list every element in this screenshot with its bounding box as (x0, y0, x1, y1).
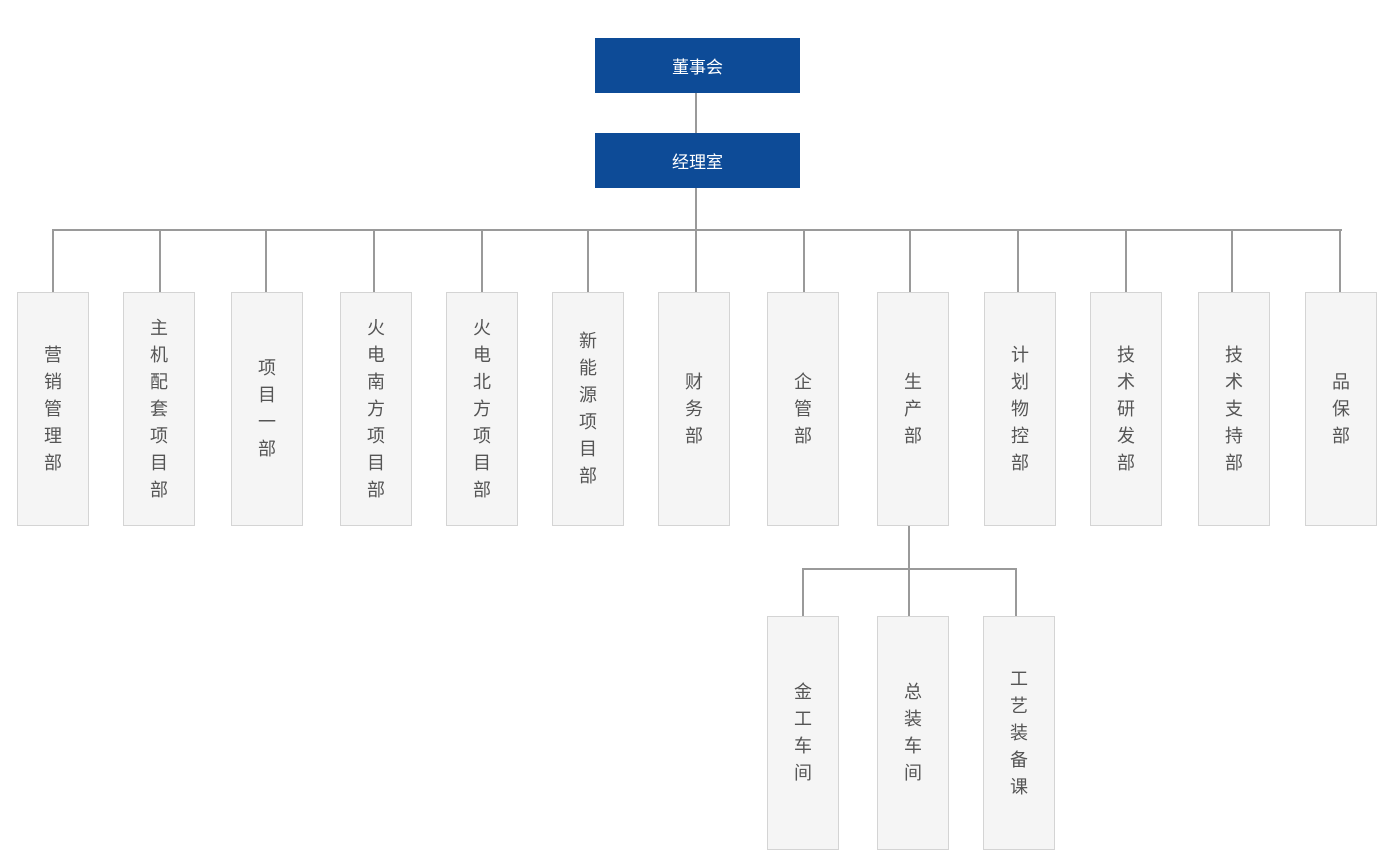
connector-sub-drop-2 (1015, 568, 1017, 616)
dept-box-planning: 计划物控部 (984, 292, 1056, 526)
connector-drop-11 (1231, 229, 1233, 293)
dept-label: 生产部 (904, 371, 922, 447)
dept-box-tech-support: 技术支持部 (1198, 292, 1270, 526)
connector-drop-10 (1125, 229, 1127, 293)
dept-label: 营销管理部 (44, 344, 62, 474)
connector-sub-drop-1 (908, 568, 910, 616)
connector-production-down (908, 525, 910, 569)
connector-drop-8 (909, 229, 911, 293)
sub-label: 总装车间 (904, 682, 922, 784)
dept-label: 计划物控部 (1011, 344, 1029, 474)
connector-sub-drop-0 (802, 568, 804, 616)
dept-box-production: 生产部 (877, 292, 949, 526)
dept-label: 火电北方项目部 (473, 317, 491, 501)
connector-drop-3 (373, 229, 375, 293)
connector-drop-9 (1017, 229, 1019, 293)
office-box: 经理室 (595, 133, 800, 188)
dept-box-new-energy: 新能源项目部 (552, 292, 624, 526)
dept-box-quality: 品保部 (1305, 292, 1377, 526)
sub-label: 工艺装备课 (1010, 668, 1028, 798)
dept-label: 品保部 (1332, 371, 1350, 447)
dept-box-rnd: 技术研发部 (1090, 292, 1162, 526)
connector-drop-4 (481, 229, 483, 293)
dept-box-thermal-south: 火电南方项目部 (340, 292, 412, 526)
sub-box-assembly: 总装车间 (877, 616, 949, 850)
dept-box-thermal-north: 火电北方项目部 (446, 292, 518, 526)
dept-label: 火电南方项目部 (367, 317, 385, 501)
dept-box-oem-projects: 主机配套项目部 (123, 292, 195, 526)
connector-drop-12 (1339, 229, 1341, 293)
dept-label: 企管部 (794, 371, 812, 447)
connector-dept-bus (52, 229, 1342, 231)
connector-drop-0 (52, 229, 54, 293)
sub-box-tooling: 工艺装备课 (983, 616, 1055, 850)
board-box: 董事会 (595, 38, 800, 93)
dept-box-project-one: 项目一部 (231, 292, 303, 526)
dept-label: 技术支持部 (1225, 344, 1243, 474)
connector-drop-1 (159, 229, 161, 293)
connector-drop-2 (265, 229, 267, 293)
connector-drop-5 (587, 229, 589, 293)
dept-box-marketing: 营销管理部 (17, 292, 89, 526)
dept-label: 技术研发部 (1117, 344, 1135, 474)
sub-box-machining: 金工车间 (767, 616, 839, 850)
connector-board-office (695, 93, 697, 133)
dept-box-finance: 财务部 (658, 292, 730, 526)
connector-drop-6 (695, 229, 697, 293)
dept-label: 财务部 (685, 371, 703, 447)
office-label: 经理室 (672, 153, 723, 173)
dept-label: 项目一部 (258, 358, 276, 460)
dept-box-enterprise-mgmt: 企管部 (767, 292, 839, 526)
dept-label: 新能源项目部 (579, 331, 597, 487)
connector-office-bus (695, 188, 697, 230)
sub-label: 金工车间 (794, 682, 812, 784)
connector-drop-7 (803, 229, 805, 293)
board-label: 董事会 (672, 58, 723, 78)
dept-label: 主机配套项目部 (150, 317, 168, 501)
